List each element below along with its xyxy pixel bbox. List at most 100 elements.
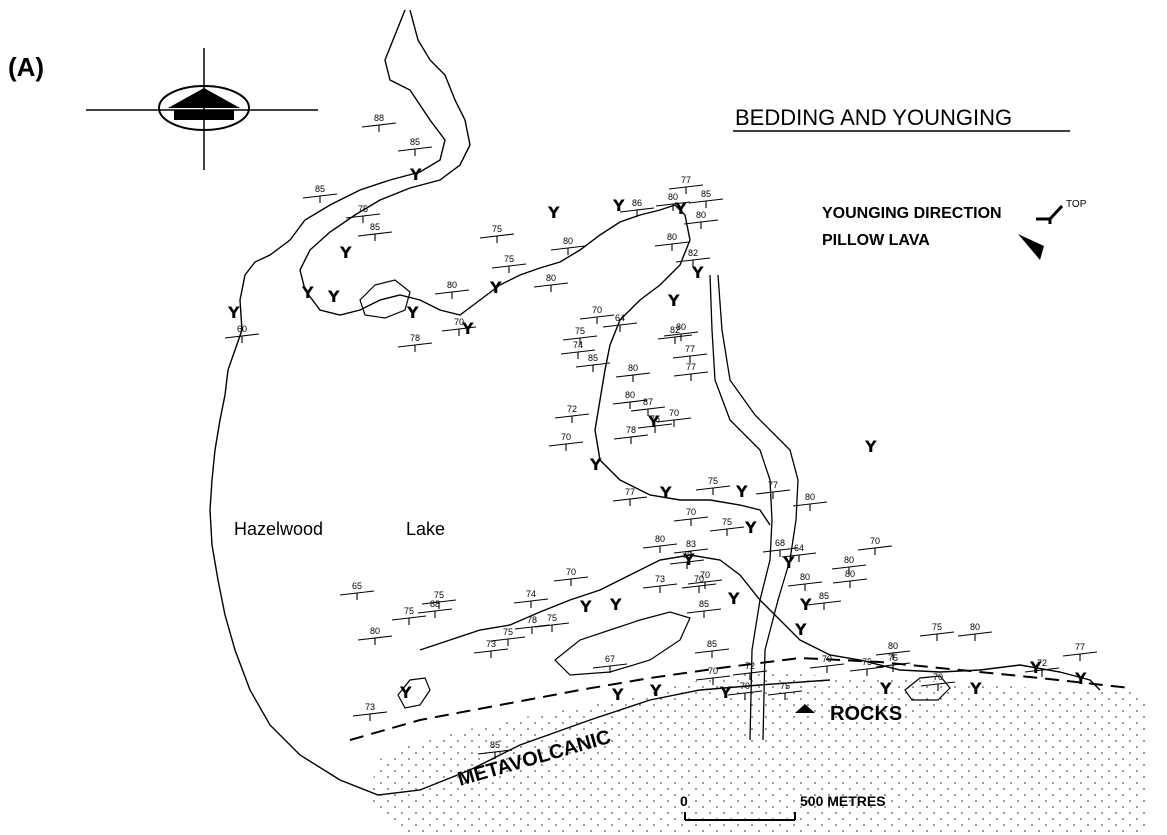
island-2 [397, 677, 431, 709]
lake-name-hazelwood: Hazelwood [234, 519, 323, 539]
svg-text:Y: Y [667, 291, 680, 310]
svg-text:Y: Y [649, 681, 662, 700]
bedding-dip-label: 77 [685, 344, 695, 354]
bedding-dip-label: 85 [410, 137, 420, 147]
svg-text:Y: Y [969, 679, 982, 698]
bedding-dip-label: 65 [352, 581, 362, 591]
svg-text:Y: Y [682, 550, 695, 569]
bedding-dip-label: 67 [605, 654, 615, 664]
river-channel-east-bank [717, 274, 799, 741]
bedding-dip-label: 70 [686, 507, 696, 517]
bedding-dip-label: 80 [696, 210, 706, 220]
bedding-dip-label: 80 [655, 534, 665, 544]
bedding-dip-label: 75 [575, 326, 585, 336]
bedding-dip-label: 72 [1037, 658, 1047, 668]
svg-text:Y: Y [489, 278, 502, 297]
svg-text:Y: Y [735, 482, 748, 501]
svg-text:Y: Y [879, 679, 892, 698]
legend-younging-top: TOP [1066, 199, 1087, 210]
legend-pillow-label: PILLOW LAVA [822, 232, 930, 249]
svg-text:Y: Y [406, 303, 419, 322]
bedding-dip-label: 80 [628, 363, 638, 373]
bedding-dip-label: 80 [546, 273, 556, 283]
bedding-dip-label: 73 [655, 574, 665, 584]
rock-label-rocks: ROCKS [830, 703, 902, 725]
bedding-dip-label: 85 [819, 591, 829, 601]
bedding-dip-label: 64 [794, 543, 804, 553]
bedding-dip-label: 80 [844, 555, 854, 565]
svg-text:Y: Y [744, 518, 757, 537]
bedding-dip-label: 80 [800, 572, 810, 582]
bedding-dip-label: 80 [676, 322, 686, 332]
svg-text:Y: Y [727, 589, 740, 608]
scale-zero-label: 0 [680, 793, 688, 809]
bedding-dip-label: 80 [370, 626, 380, 636]
svg-text:Y: Y [339, 243, 352, 262]
bedding-dip-label: 70 [669, 408, 679, 418]
rock-symbol-icon [795, 704, 815, 713]
bedding-dip-label: 64 [615, 313, 625, 323]
younging-direction-icon [1036, 204, 1064, 224]
geologic-contact-line [349, 656, 1131, 741]
bedding-dip-label: 75 [932, 622, 942, 632]
bedding-dip-label: 77 [681, 175, 691, 185]
svg-text:Y: Y [1074, 669, 1087, 688]
lake-shoreline-north [299, 9, 771, 526]
bedding-dip-label: 78 [626, 425, 636, 435]
bedding-dip-label: 75 [722, 517, 732, 527]
bedding-dip-label: 70 [694, 574, 704, 584]
bedding-dip-label: 75 [434, 590, 444, 600]
svg-text:Y: Y [589, 455, 602, 474]
svg-text:Y: Y [659, 483, 672, 502]
bedding-dip-label: 85 [490, 740, 500, 750]
svg-text:Y: Y [227, 303, 240, 322]
bedding-dip-label: 77 [1075, 642, 1085, 652]
lake-name-lake: Lake [406, 519, 445, 539]
bedding-dip-label: 85 [370, 222, 380, 232]
bedding-dip-label: 75 [358, 204, 368, 214]
bedding-dip-label: 70 [933, 672, 943, 682]
bedding-dip-label: 72 [745, 661, 755, 671]
map-title: BEDDING AND YOUNGING [735, 105, 1012, 130]
bedding-dip-label: 80 [845, 569, 855, 579]
bedding-dip-label: 77 [768, 480, 778, 490]
bedding-dip-label: 75 [780, 681, 790, 691]
bedding-dip-label: 72 [567, 404, 577, 414]
bedding-dip-label: 85 [707, 639, 717, 649]
bedding-dip-label: 82 [670, 325, 680, 335]
bedding-dip-label: 77 [625, 487, 635, 497]
bedding-dip-label: 74 [573, 340, 583, 350]
bedding-dip-label: 75 [503, 627, 513, 637]
bedding-dip-label: 80 [625, 390, 635, 400]
bedding-dip-label: 70 [454, 317, 464, 327]
bedding-dip-label: 82 [688, 248, 698, 258]
svg-text:Y: Y [719, 683, 732, 702]
bedding-dip-label: 85 [701, 189, 711, 199]
bedding-dip-label: 75 [682, 550, 692, 560]
bedding-dip-label: 70 [740, 681, 750, 691]
bedding-dip-label: 73 [486, 639, 496, 649]
legend-younging-label: YOUNGING DIRECTION [822, 205, 1002, 222]
svg-text:Y: Y [612, 196, 625, 215]
svg-text:Y: Y [799, 595, 812, 614]
bedding-dip-label: 75 [404, 606, 414, 616]
svg-text:Y: Y [399, 683, 412, 702]
bedding-dip-label: 77 [686, 362, 696, 372]
bedding-dip-label: 70 [561, 432, 571, 442]
pillow-lava-icon [1018, 234, 1044, 260]
bedding-dip-label: 85 [315, 184, 325, 194]
bedding-dip-label: 87 [643, 397, 653, 407]
bedding-dip-label: 60 [237, 324, 247, 334]
bedding-dip-label: 70 [708, 666, 718, 676]
south-shore [419, 554, 1101, 691]
island-1 [359, 279, 411, 319]
bedding-dip-label: 73 [365, 702, 375, 712]
panel-label: (A) [8, 52, 44, 82]
bedding-dip-label: 80 [447, 280, 457, 290]
bedding-dip-label: 85 [699, 599, 709, 609]
bedding-dip-label: 80 [805, 492, 815, 502]
bedding-dip-label: 75 [492, 224, 502, 234]
svg-text:Y: Y [327, 287, 340, 306]
